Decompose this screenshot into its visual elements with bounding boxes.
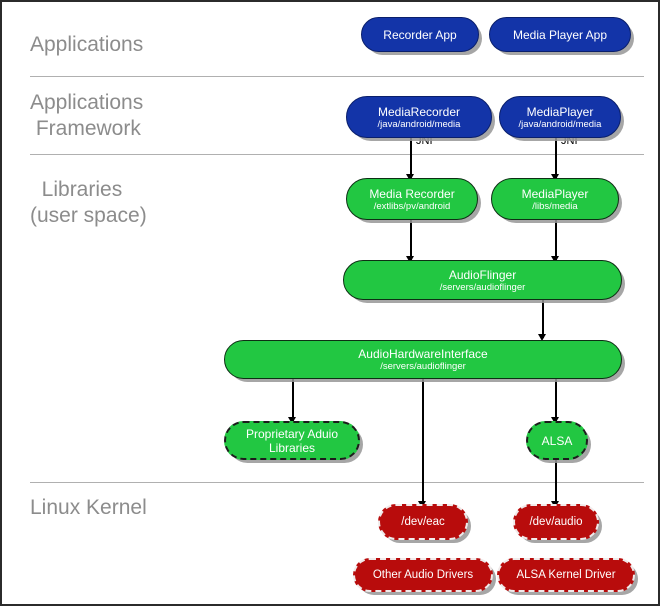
- layer-label-applications: Applications: [30, 33, 144, 56]
- node-other-audio-drivers[interactable]: Other Audio Drivers: [353, 558, 493, 592]
- layer-label-libraries: Libraries (user space): [30, 178, 147, 227]
- node-mediaplayer-library[interactable]: MediaPlayer /libs/media: [491, 178, 619, 220]
- node-other-audio-drivers-title: Other Audio Drivers: [372, 569, 474, 581]
- separator-applications: [30, 76, 644, 77]
- node-dev-audio[interactable]: /dev/audio: [513, 504, 599, 540]
- node-alsa-kernel-driver-title: ALSA Kernel Driver: [516, 569, 616, 581]
- connector-mediaplayer-to-audioflinger: [555, 220, 557, 260]
- edge-label-jni-left: JNI: [416, 135, 433, 147]
- separator-linux-kernel: [30, 482, 644, 483]
- node-mediarecorder-framework-title: MediaRecorder: [377, 104, 461, 119]
- node-dev-audio-title: /dev/audio: [529, 516, 583, 528]
- node-mediaplayer-framework[interactable]: MediaPlayer /java/android/media: [499, 96, 621, 138]
- layer-label-linux-kernel: Linux Kernel: [30, 496, 147, 519]
- node-dev-eac[interactable]: /dev/eac: [378, 504, 468, 540]
- node-audioflinger-title: AudioFlinger: [448, 267, 517, 282]
- node-audiohardwareinterface-subtitle: /servers/audioflinger: [380, 361, 466, 372]
- node-audiohardwareinterface-title: AudioHardwareInterface: [358, 347, 488, 361]
- arrowhead-audioflinger-to-ahi: [538, 334, 546, 341]
- connector-mediaplayer-jni: [555, 138, 557, 178]
- node-mediarecorder-framework-subtitle: /java/android/media: [377, 118, 461, 130]
- connector-ahi-to-dev-eac: [422, 379, 424, 505]
- node-mediaplayer-framework-subtitle: /java/android/media: [518, 118, 602, 130]
- node-media-recorder-library-title: Media Recorder: [369, 186, 455, 201]
- node-proprietary-audio-libraries-title: Proprietary Aduio: [245, 426, 339, 441]
- connector-mediarecorder-to-audioflinger: [410, 220, 412, 260]
- node-proprietary-audio-libraries-title-line2: Libraries: [268, 440, 316, 455]
- connector-alsa-to-dev-audio: [555, 460, 557, 505]
- node-audioflinger-subtitle: /servers/audioflinger: [439, 281, 526, 293]
- node-mediaplayer-framework-title: MediaPlayer: [526, 104, 594, 119]
- node-mediaplayer-library-title: MediaPlayer: [521, 186, 589, 201]
- node-media-player-app[interactable]: Media Player App: [489, 17, 631, 52]
- node-recorder-app[interactable]: Recorder App: [361, 17, 479, 52]
- connector-audioflinger-to-ahi: [542, 300, 544, 338]
- connector-mediarecorder-jni: [410, 138, 412, 178]
- edge-label-jni-right: JNI: [561, 135, 578, 147]
- connector-ahi-to-proprietary: [292, 379, 294, 421]
- node-media-recorder-library-subtitle: /extlibs/pv/android: [373, 200, 451, 212]
- node-media-recorder-library[interactable]: Media Recorder /extlibs/pv/android: [346, 178, 478, 220]
- node-audiohardwareinterface[interactable]: AudioHardwareInterface /servers/audiofli…: [224, 340, 622, 379]
- node-alsa-kernel-driver[interactable]: ALSA Kernel Driver: [497, 558, 635, 592]
- node-proprietary-audio-libraries[interactable]: Proprietary Aduio Libraries: [224, 421, 360, 460]
- node-media-player-app-title: Media Player App: [512, 27, 608, 42]
- separator-applications-framework: [30, 154, 644, 155]
- node-recorder-app-title: Recorder App: [383, 27, 457, 42]
- node-dev-eac-title: /dev/eac: [401, 516, 445, 528]
- node-mediarecorder-framework[interactable]: MediaRecorder /java/android/media: [346, 96, 492, 138]
- node-audioflinger[interactable]: AudioFlinger /servers/audioflinger: [343, 260, 622, 300]
- layer-label-applications-framework: Applications Framework: [30, 91, 144, 140]
- node-alsa[interactable]: ALSA: [526, 421, 588, 460]
- connector-ahi-to-alsa: [555, 379, 557, 421]
- node-mediaplayer-library-subtitle: /libs/media: [532, 200, 578, 212]
- node-alsa-title: ALSA: [541, 433, 573, 448]
